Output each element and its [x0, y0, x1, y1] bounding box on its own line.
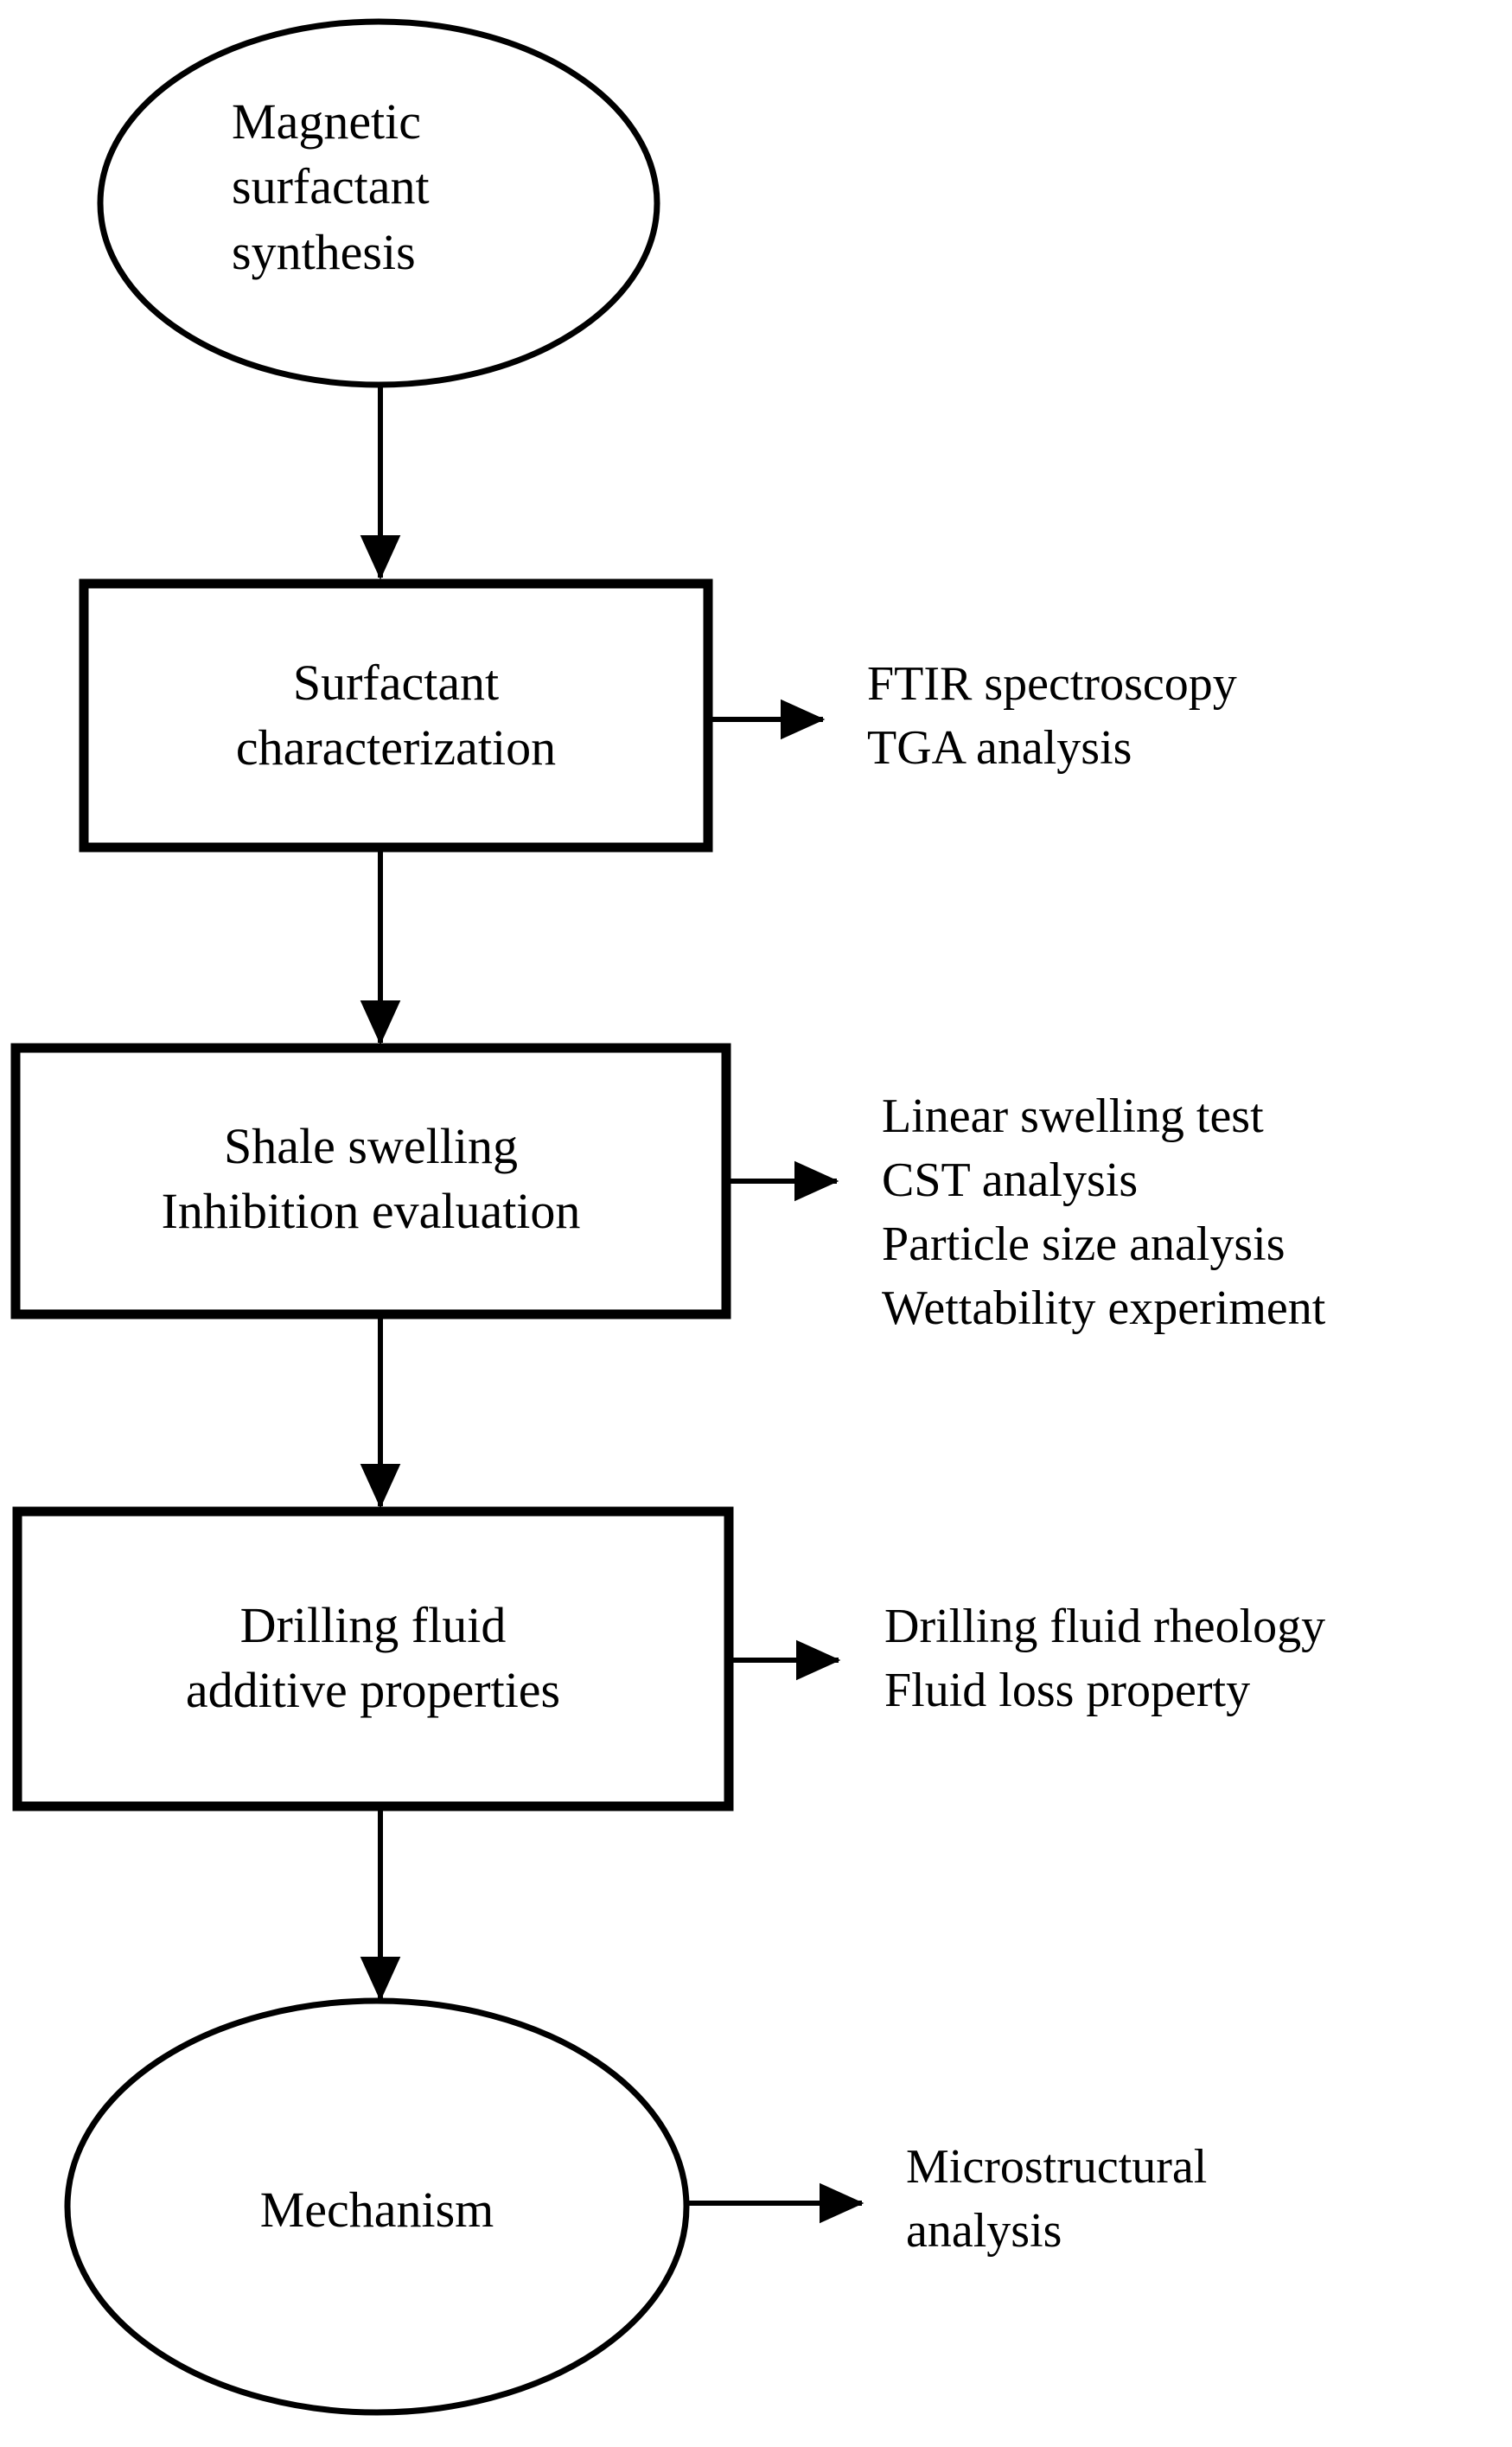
note-shale-swelling: Linear swelling test CST analysis Partic…	[882, 1089, 1326, 1335]
node-surfactant-characterization-label: Surfactant characterization	[235, 655, 557, 776]
node-shale-swelling-inhibition-evaluation-shape	[10, 1043, 731, 1319]
node-drilling-fluid-additive-properties-label: Drilling fluid additive properties	[185, 1597, 561, 1719]
node-mechanism-label: Mechanism	[259, 2182, 494, 2238]
note-mechanism: Microstructural analysis	[906, 2140, 1208, 2258]
note-surfactant-characterization: FTIR spectroscopy TGA analysis	[867, 657, 1237, 775]
node-magnetic-surfactant-synthesis-label: Magnetic surfactant synthesis	[232, 93, 430, 280]
note-drilling-fluid: Drilling fluid rheology Fluid loss prope…	[884, 1600, 1326, 1717]
node-surfactant-characterization-shape	[79, 578, 713, 853]
node-shale-swelling-inhibition-evaluation-label: Shale swelling Inhibition evaluation	[161, 1118, 581, 1240]
node-drilling-fluid-additive-properties-shape	[12, 1506, 734, 1811]
